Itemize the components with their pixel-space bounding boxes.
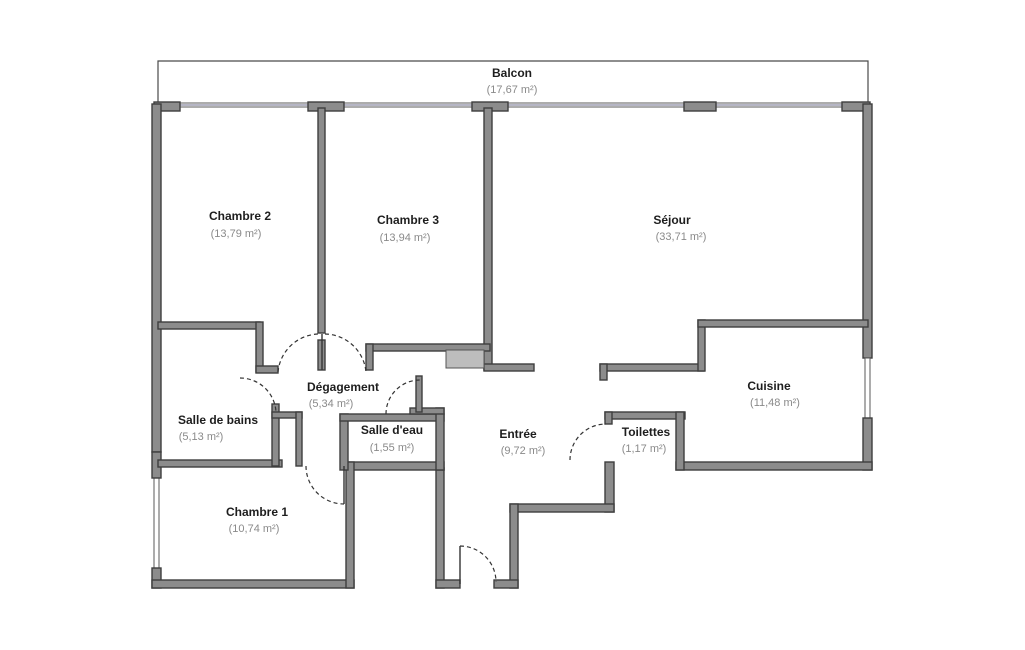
- room-name: Entrée: [499, 427, 537, 441]
- room-area: (1,17 m²): [622, 443, 667, 455]
- room-cuisine: Cuisine (11,48 m²): [747, 379, 800, 409]
- room-name: Toilettes: [622, 425, 671, 439]
- room-area: (10,74 m²): [229, 523, 280, 535]
- room-name: Chambre 3: [377, 213, 439, 227]
- room-degagement: Dégagement (5,34 m²): [307, 380, 379, 410]
- room-area: (5,34 m²): [309, 398, 354, 410]
- room-area: (13,94 m²): [380, 232, 431, 244]
- room-salle-de-bains: Salle de bains (5,13 m²): [178, 413, 258, 443]
- room-area: (11,48 m²): [750, 397, 800, 409]
- room-area: (17,67 m²): [487, 84, 538, 96]
- room-sejour: Séjour (33,71 m²): [653, 213, 706, 243]
- room-name: Salle d'eau: [361, 423, 423, 437]
- room-name: Dégagement: [307, 380, 379, 394]
- room-name: Cuisine: [747, 379, 791, 393]
- room-name: Chambre 2: [209, 209, 271, 223]
- room-name: Salle de bains: [178, 413, 258, 427]
- room-salle-deau: Salle d'eau (1,55 m²): [361, 423, 423, 454]
- room-name: Séjour: [653, 213, 691, 227]
- balcony-outline: [157, 60, 869, 104]
- room-name: Balcon: [492, 66, 532, 80]
- room-chambre-1: Chambre 1 (10,74 m²): [226, 505, 288, 535]
- room-chambre-3: Chambre 3 (13,94 m²): [377, 213, 439, 244]
- top-facade: [153, 101, 871, 112]
- room-area: (9,72 m²): [501, 445, 546, 457]
- room-entree: Entrée (9,72 m²): [499, 427, 545, 457]
- doors: [239, 333, 607, 584]
- room-area: (1,55 m²): [370, 442, 415, 454]
- room-balcon: Balcon (17,67 m²): [487, 66, 538, 96]
- room-area: (5,13 m²): [179, 431, 224, 443]
- room-chambre-2: Chambre 2 (13,79 m²): [209, 209, 271, 240]
- room-area: (33,71 m²): [656, 231, 707, 243]
- interior-walls: [157, 107, 869, 471]
- exterior-walls: [151, 103, 873, 589]
- room-name: Chambre 1: [226, 505, 288, 519]
- room-area: (13,79 m²): [211, 228, 262, 240]
- room-toilettes: Toilettes (1,17 m²): [622, 425, 671, 455]
